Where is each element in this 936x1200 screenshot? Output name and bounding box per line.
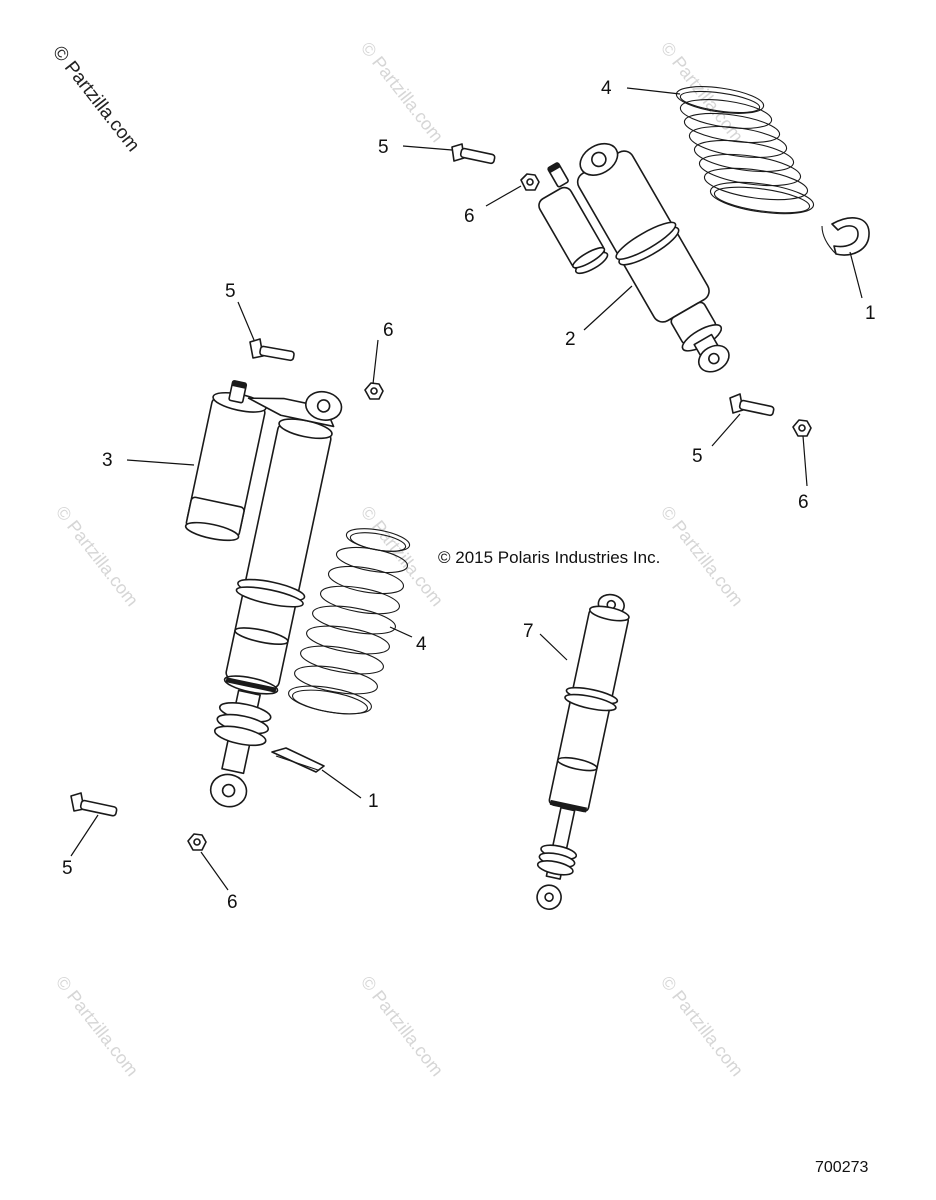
watermark-faint-8: © Partzilla.com: [657, 972, 747, 1080]
callout-3: 3: [102, 450, 113, 471]
callout-5-right: 5: [692, 446, 703, 467]
spring-mid: [288, 528, 411, 715]
shock-3: [184, 380, 343, 808]
callout-6-upper-left: 6: [383, 320, 394, 341]
nut-upper-left: [364, 382, 384, 400]
bolt-upper-left: [249, 338, 295, 362]
watermark-faint-2: © Partzilla.com: [657, 38, 747, 146]
nut-bottom: [187, 833, 207, 851]
callout-4-top: 4: [601, 78, 612, 99]
watermark-faint-7: © Partzilla.com: [357, 972, 447, 1080]
callout-6-right: 6: [798, 492, 809, 513]
watermark-faint-3: © Partzilla.com: [52, 502, 142, 610]
spring-top: [675, 86, 815, 215]
nut-top: [520, 173, 540, 191]
watermark-main: © Partzilla.com: [48, 42, 143, 156]
callout-1-mid: 1: [368, 791, 379, 812]
callout-1-top: 1: [865, 303, 876, 324]
leader-lines: [70, 87, 863, 891]
callouts: 4 5 6 1 2 5 6 5 6 3 4 7 1 5 6: [62, 78, 876, 913]
watermark-faint-1: © Partzilla.com: [357, 38, 447, 146]
watermark-faint-5: © Partzilla.com: [657, 502, 747, 610]
bolt-bottom: [70, 792, 118, 817]
callout-2: 2: [565, 329, 576, 350]
document-number: 700273: [815, 1159, 868, 1176]
callout-7: 7: [523, 621, 534, 642]
watermark-faint-4: © Partzilla.com: [357, 502, 447, 610]
bolt-top: [451, 143, 496, 165]
callout-4-mid: 4: [416, 634, 427, 655]
callout-5-upper-left: 5: [225, 281, 236, 302]
callout-6-bottom: 6: [227, 892, 238, 913]
callout-5-bottom: 5: [62, 858, 73, 879]
spring-clip-mid: [271, 747, 325, 773]
shock-7: [536, 593, 630, 910]
bolt-right: [729, 393, 775, 417]
callout-5-top: 5: [378, 137, 389, 158]
spring-clip-top: [821, 217, 870, 256]
copyright-text: © 2015 Polaris Industries Inc.: [438, 548, 660, 567]
nut-right: [792, 419, 812, 437]
watermark-faint-6: © Partzilla.com: [52, 972, 142, 1080]
shock-2: [538, 142, 730, 373]
callout-6-top: 6: [464, 206, 475, 227]
